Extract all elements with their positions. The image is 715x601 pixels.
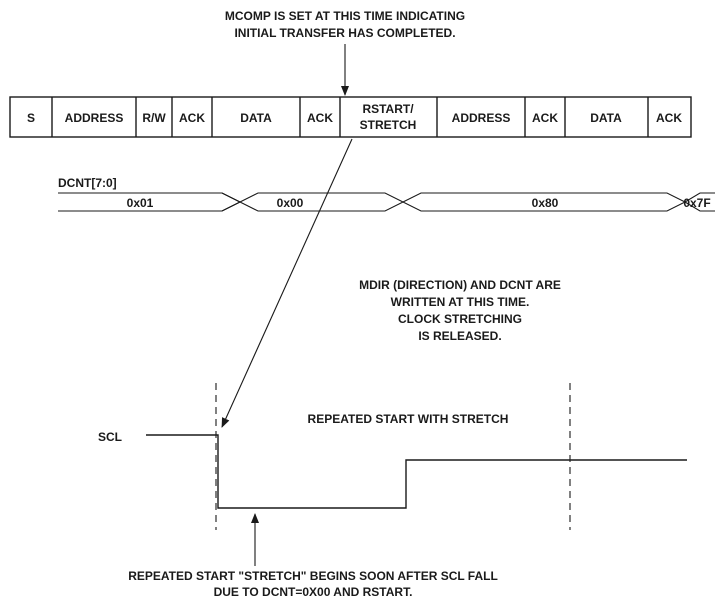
frame-field-address: ADDRESS — [65, 111, 124, 125]
bottom-note-line2: DUE TO DCNT=0X00 AND RSTART. — [214, 585, 413, 599]
dcnt-label: DCNT[7:0] — [58, 176, 117, 190]
dcnt-segment-0x00 — [221, 192, 405, 212]
top-note-line2: INITIAL TRANSFER HAS COMPLETED. — [234, 26, 455, 40]
bus-frame-outline — [9, 96, 692, 138]
mid-note-line3: CLOCK STRETCHING — [398, 312, 522, 326]
top-note-line1: MCOMP IS SET AT THIS TIME INDICATING — [225, 9, 465, 23]
dcnt-bus: DCNT[7:0] 0x01 0x00 0x80 0x7F — [58, 176, 715, 212]
frame-field-ack: ACK — [179, 111, 205, 125]
frame-field-rw: R/W — [142, 111, 166, 125]
scl-waveform — [146, 434, 687, 509]
dcnt-value: 0x7F — [683, 196, 710, 210]
stretch-label: REPEATED START WITH STRETCH — [308, 412, 509, 426]
frame-field-start: S — [27, 111, 35, 125]
frame-field-rstart-line1: RSTART/ — [362, 102, 414, 116]
bus-frame: S ADDRESS R/W ACK DATA ACK RSTART/ STRET… — [9, 96, 692, 138]
frame-field-data: DATA — [590, 111, 622, 125]
frame-field-data: DATA — [240, 111, 272, 125]
scl-label: SCL — [98, 430, 122, 444]
bottom-note-line1: REPEATED START "STRETCH" BEGINS SOON AFT… — [128, 569, 498, 583]
dcnt-segment-0x7f — [684, 192, 715, 212]
frame-field-ack: ACK — [307, 111, 333, 125]
rstart-to-scl-arrow — [221, 138, 353, 428]
dcnt-value: 0x01 — [127, 196, 154, 210]
mid-note-line4: IS RELEASED. — [418, 329, 501, 343]
frame-field-rstart-line2: STRETCH — [360, 118, 417, 132]
frame-field-address: ADDRESS — [452, 111, 511, 125]
mid-note-line1: MDIR (DIRECTION) AND DCNT ARE — [359, 278, 561, 292]
dcnt-value: 0x00 — [277, 196, 304, 210]
frame-field-ack: ACK — [656, 111, 682, 125]
mid-note-line2: WRITTEN AT THIS TIME. — [391, 295, 530, 309]
frame-field-ack: ACK — [532, 111, 558, 125]
dcnt-value: 0x80 — [532, 196, 559, 210]
